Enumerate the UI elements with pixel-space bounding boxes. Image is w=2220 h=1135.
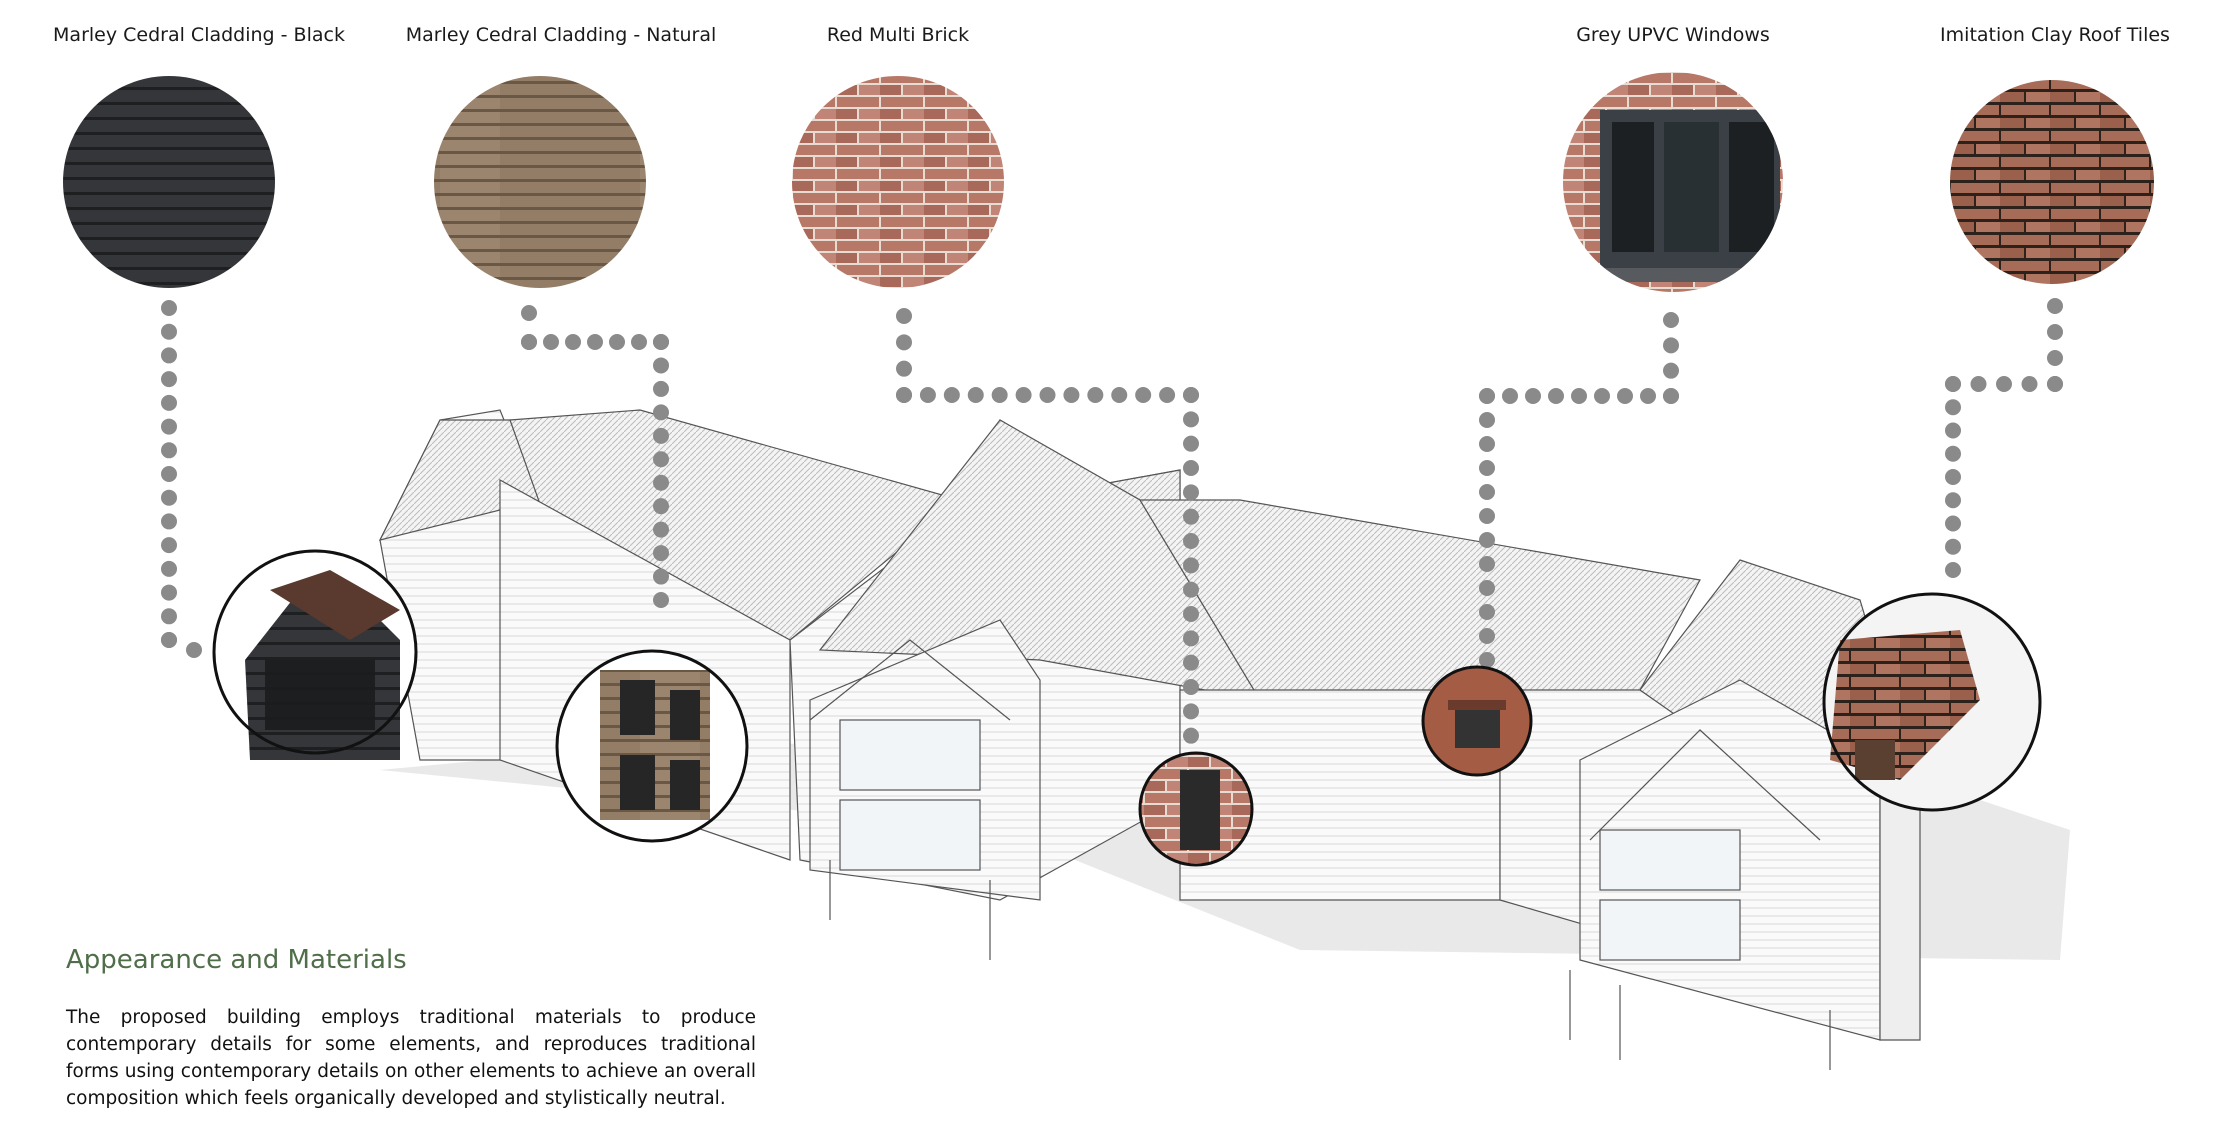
connector-grey-windows bbox=[1479, 312, 1679, 668]
callout-grey-windows bbox=[1421, 665, 1533, 777]
material-label-grey-windows: Grey UPVC Windows bbox=[1576, 24, 1770, 46]
callout-red-brick bbox=[1138, 751, 1254, 867]
callout-roof-tiles bbox=[1822, 592, 2042, 812]
callout-black-cladding bbox=[212, 549, 418, 760]
section-body: The proposed building employs traditiona… bbox=[66, 1007, 756, 1109]
swatch-red-brick bbox=[792, 76, 1004, 288]
swatch-natural-cladding bbox=[434, 76, 646, 288]
material-label-natural-cladding: Marley Cedral Cladding - Natural bbox=[405, 24, 717, 46]
material-label-roof-tiles: Imitation Clay Roof Tiles bbox=[1940, 24, 2170, 46]
callout-natural-cladding bbox=[555, 649, 749, 843]
swatch-black-cladding bbox=[63, 76, 275, 288]
swatch-grey-windows bbox=[1563, 72, 1783, 292]
connector-roof-tiles bbox=[1945, 298, 2063, 578]
connector-black-cladding bbox=[161, 300, 202, 658]
material-label-black-cladding: Marley Cedral Cladding - Black bbox=[53, 24, 345, 46]
connector-natural-cladding bbox=[521, 305, 669, 608]
connector-lines bbox=[161, 298, 2063, 768]
swatch-roof-tiles bbox=[1950, 80, 2154, 284]
material-label-red-brick: Red Multi Brick bbox=[826, 24, 970, 46]
section-title: Appearance and Materials bbox=[66, 945, 407, 975]
